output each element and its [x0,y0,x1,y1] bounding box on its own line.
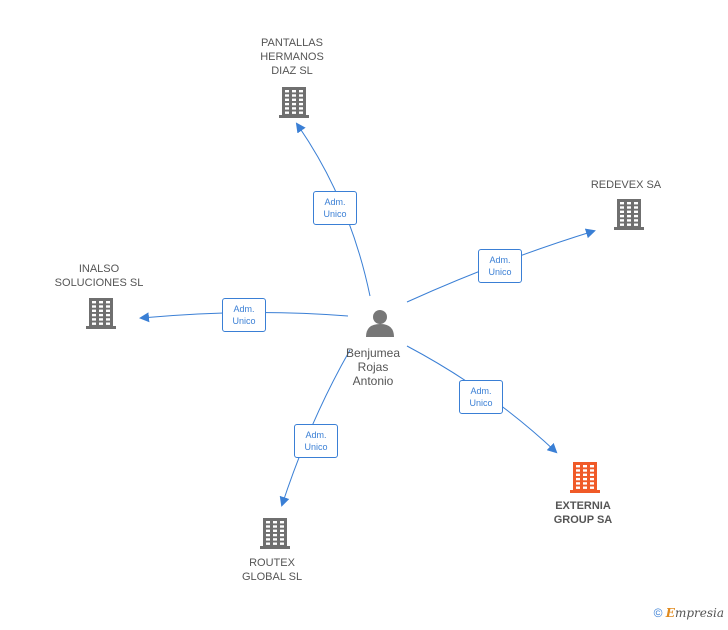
company-label-externia[interactable]: EXTERNIA GROUP SA [553,500,613,526]
company-label-inalso[interactable]: INALSO SOLUCIONES SL [54,263,144,289]
brand-logo[interactable]: Empresia [665,606,724,620]
company-label-routex[interactable]: ROUTEX GLOBAL SL [241,557,303,583]
building-icon[interactable] [279,87,309,118]
copyright-symbol: © [653,606,663,620]
person-name-label[interactable]: Benjumea Rojas Antonio [345,346,401,388]
role-badge-routex[interactable]: Adm. Unico [294,424,338,458]
company-label-redevex[interactable]: REDEVEX SA [590,179,662,191]
person-icon[interactable] [366,310,394,337]
role-badge-redevex[interactable]: Adm. Unico [478,249,522,283]
company-label-pantallas[interactable]: PANTALLAS HERMANOS DIAZ SL [260,37,324,77]
role-badge-inalso[interactable]: Adm. Unico [222,298,266,332]
role-badge-externia[interactable]: Adm. Unico [459,380,503,414]
building-icon[interactable] [260,518,290,549]
building-icon[interactable] [614,199,644,230]
building-icon[interactable] [86,298,116,329]
building-icon[interactable] [570,462,600,493]
role-badge-pantallas[interactable]: Adm. Unico [313,191,357,225]
edge-line-routex [279,349,351,507]
footer-credit: © Empresia [654,606,724,620]
